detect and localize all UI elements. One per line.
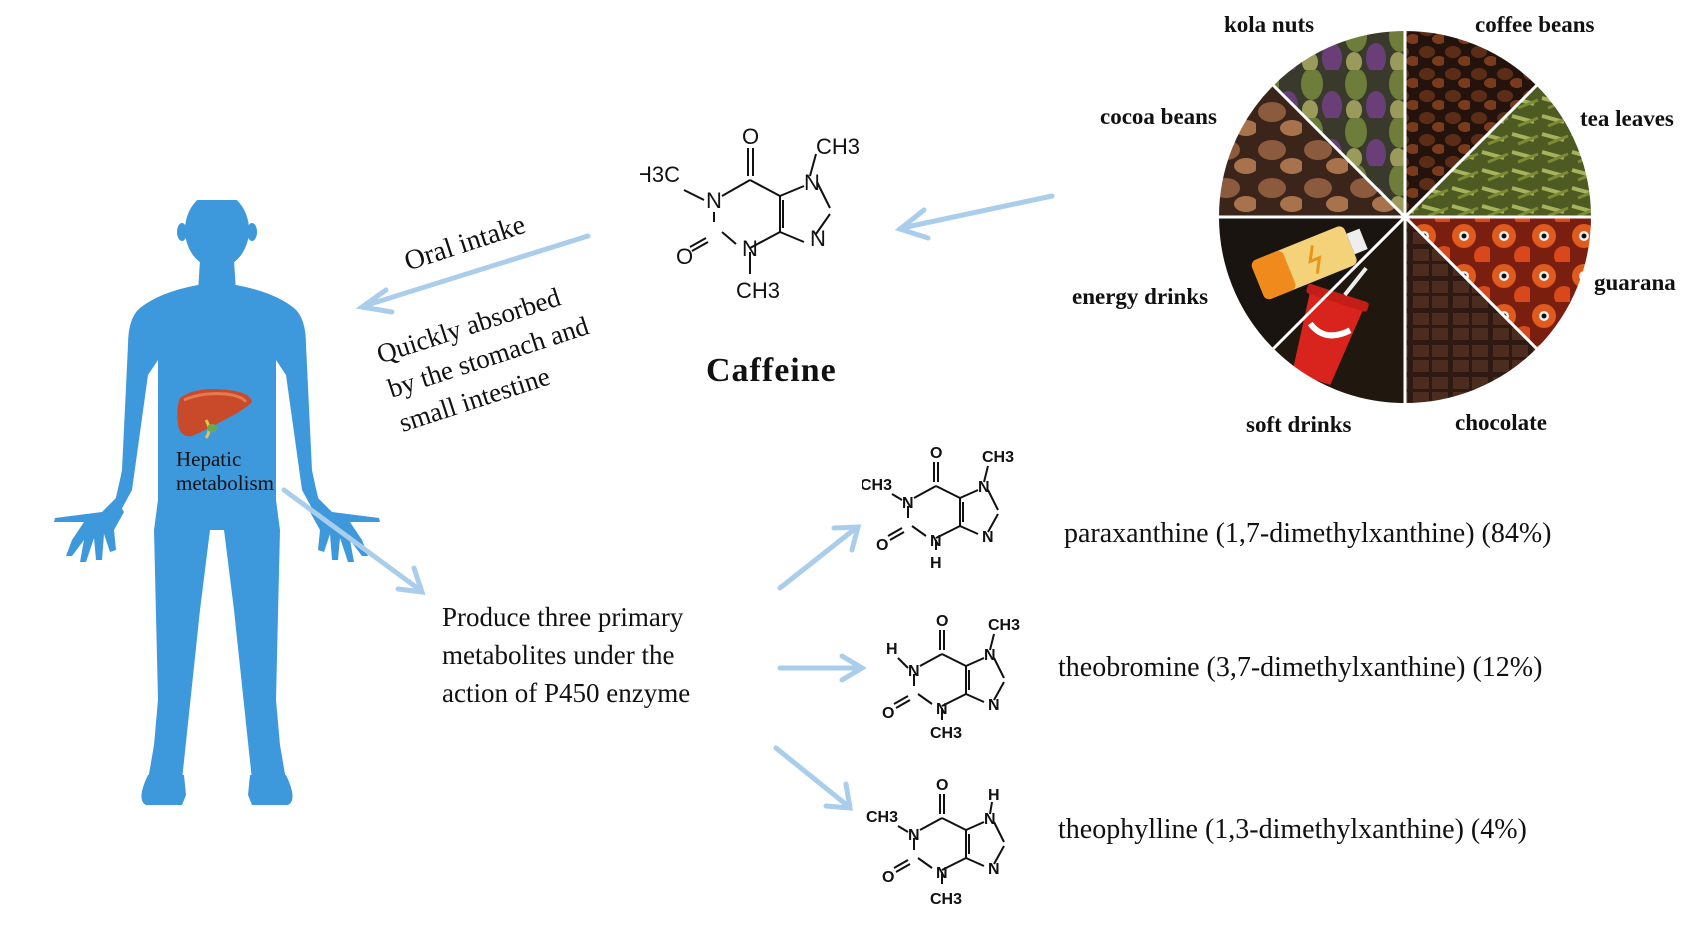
theophylline-methyl-3: CH3 [930, 891, 962, 908]
sources-arrowhead [894, 207, 931, 241]
label-coffee-beans: coffee beans [1475, 12, 1595, 37]
theobromine-structure: N N N N O O H CH3 CH3 [882, 613, 1020, 742]
process-line-2: metabolites under the [442, 640, 675, 670]
hepatic-line-2: metabolism [176, 471, 274, 495]
liver-icon [177, 389, 252, 439]
hepatic-label: Hepatic metabolism [176, 447, 274, 495]
caffeine-atom-n1: N [706, 188, 722, 213]
theobromine-atom-n1: N [908, 663, 920, 680]
theobromine-atom-h1: H [886, 641, 898, 658]
paraxanthine-atom-n9: N [982, 529, 994, 546]
process-line-3: action of P450 enzyme [442, 678, 691, 708]
caffeine-atom-o6: O [742, 124, 759, 149]
theophylline-atom-n1: N [908, 827, 920, 844]
paraxanthine-atom-n1: N [902, 495, 914, 512]
caffeine-methyl-1: H3C [640, 162, 680, 187]
theophylline-atom-n3: N [936, 865, 948, 882]
theophylline-label: theophylline (1,3-dimethylxanthine) (4%) [1058, 814, 1527, 845]
theobromine-label: theobromine (3,7-dimethylxanthine) (12%) [1058, 652, 1543, 683]
caffeine-atom-n9: N [810, 226, 826, 251]
process-text: Produce three primary metabolites under … [442, 598, 690, 712]
oral-intake-arrow [361, 233, 591, 309]
theobromine-methyl-3: CH3 [930, 725, 962, 742]
theobromine-arrowhead [839, 653, 867, 683]
sources-pie [1217, 29, 1593, 405]
paraxanthine-atom-o6: O [930, 445, 942, 462]
theobromine-atom-n3: N [936, 701, 948, 718]
caffeine-atom-n3: N [742, 236, 758, 261]
paraxanthine-methyl-7: CH3 [982, 449, 1014, 466]
theophylline-atom-n9: N [988, 861, 1000, 878]
theophylline-arrowhead [823, 781, 853, 811]
theophylline-atom-o6: O [936, 777, 948, 794]
theobromine-atom-o2: O [882, 705, 894, 722]
paraxanthine-atom-n3: N [930, 533, 942, 550]
sources-to-caffeine-arrow [899, 193, 1055, 231]
label-cocoa-beans: cocoa beans [1100, 104, 1217, 129]
paraxanthine-atom-o2: O [876, 537, 888, 554]
theophylline-methyl-1: CH3 [866, 809, 898, 826]
theophylline-structure: N N N N O O H CH3 CH3 [866, 777, 1005, 908]
paraxanthine-structure: N N N N O O H CH3 CH3 [862, 445, 1014, 572]
label-chocolate: chocolate [1455, 410, 1547, 435]
caffeine-atom-n7: N [804, 170, 820, 195]
label-energy-drinks: energy drinks [1072, 284, 1209, 309]
to-paraxanthine-arrow [777, 525, 859, 591]
label-tea-leaves: tea leaves [1580, 106, 1674, 131]
process-arrowhead [395, 565, 426, 595]
label-guarana: guarana [1594, 270, 1676, 295]
theophylline-atom-n7: N [984, 811, 996, 828]
liver-to-process-arrow [281, 487, 423, 593]
hepatic-line-1: Hepatic [176, 447, 242, 471]
caffeine-atom-o2: O [676, 244, 693, 269]
theobromine-atom-n9: N [988, 697, 1000, 714]
caffeine-methyl-3: CH3 [736, 278, 780, 303]
paraxanthine-label: paraxanthine (1,7-dimethylxanthine) (84%… [1064, 518, 1552, 549]
paraxanthine-methyl-1: CH3 [862, 477, 892, 494]
theobromine-atom-o6: O [936, 613, 948, 630]
process-line-1: Produce three primary [442, 602, 684, 632]
theophylline-atom-o2: O [882, 869, 894, 886]
label-kola-nuts: kola nuts [1224, 12, 1315, 37]
theophylline-atom-h7: H [988, 787, 1000, 804]
caffeine-structure: N N N N O O H3C CH3 CH3 [640, 124, 860, 303]
energy-drink-icon [1251, 226, 1368, 300]
theobromine-atom-n7: N [984, 647, 996, 664]
theobromine-methyl-7: CH3 [988, 617, 1020, 634]
soft-drink-icon [1292, 266, 1369, 385]
paraxanthine-arrowhead [831, 524, 862, 553]
to-theophylline-arrow [773, 745, 851, 809]
caffeine-title: Caffeine [706, 352, 837, 389]
paraxanthine-atom-h3: H [930, 555, 942, 572]
oral-intake-arrowhead [355, 287, 395, 315]
caffeine-methyl-7: CH3 [816, 134, 860, 159]
human-silhouette [54, 200, 380, 805]
label-soft-drinks: soft drinks [1246, 412, 1352, 437]
paraxanthine-atom-n7: N [978, 479, 990, 496]
